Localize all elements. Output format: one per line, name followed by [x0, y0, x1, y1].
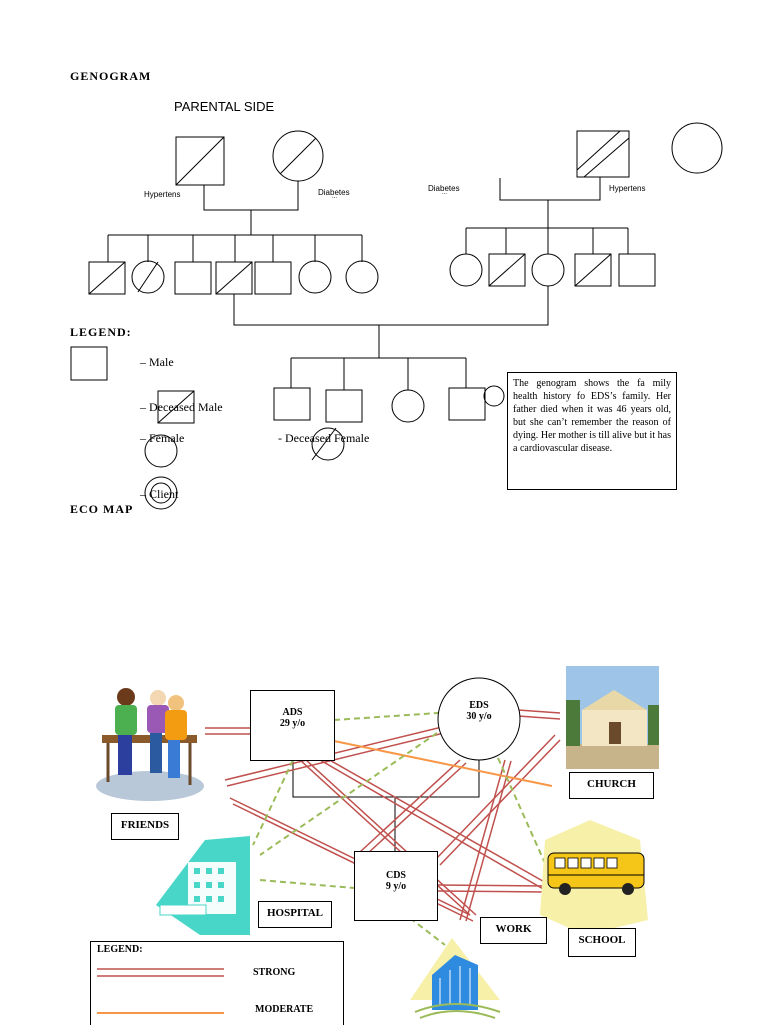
legend-deceased-male-symbol	[157, 390, 195, 424]
uncle-3-male	[254, 261, 292, 295]
maternal-aunt-1-female	[449, 253, 483, 287]
ads-age: 29 y/o	[279, 718, 306, 729]
genogram-title: GENOGRAM	[70, 69, 152, 83]
legend-deceased-female-label: - Deceased Female	[278, 431, 370, 445]
family-connector-line	[292, 760, 480, 798]
eds-node: EDS 30 y/o	[438, 700, 520, 722]
right-grandmother-female	[671, 122, 723, 174]
eds-age: 30 y/o	[466, 711, 492, 722]
right-grandparents-marriage-line	[499, 177, 601, 201]
legend-deceased-female-symbol	[311, 427, 345, 461]
uncle-1-deceased-male	[88, 261, 126, 295]
ecomap-legend-box: LEGEND: STRONG MODERATE	[90, 941, 344, 1025]
left-father-annotation: Hypertens	[144, 190, 181, 199]
mother-female	[531, 253, 565, 287]
church-label: CHURCH	[569, 772, 654, 799]
ads-node: ADS 29 y/o	[250, 690, 335, 761]
aunt-1-deceased-female	[131, 260, 165, 294]
school-label: SCHOOL	[568, 928, 636, 957]
aunt-2-female	[298, 260, 332, 294]
friends-label: FRIENDS	[111, 813, 179, 840]
left-grandfather-deceased-slash	[175, 136, 225, 186]
sibling-4-male	[448, 387, 486, 421]
hospital-label: HOSPITAL	[258, 901, 332, 928]
friends-illustration	[96, 688, 204, 801]
sibling-1-male	[273, 387, 311, 421]
maternal-uncle-3-male	[618, 253, 656, 287]
left-grandmother-deceased-slash	[279, 137, 317, 175]
work-label: WORK	[480, 917, 547, 944]
left-mother-annotation: Diabetes	[318, 188, 350, 197]
genogram-legend-title: LEGEND:	[70, 325, 132, 339]
ecomap-connections	[97, 709, 561, 1014]
legend-strong-label: STRONG	[253, 967, 296, 978]
parental-side-label: PARENTAL SIDE	[174, 99, 275, 114]
legend-client-label: – Client	[140, 487, 179, 501]
sibling-5-female	[483, 385, 505, 407]
church-illustration	[566, 666, 659, 769]
hospital-illustration	[156, 836, 250, 935]
legend-client-inner-circle	[150, 482, 172, 504]
legend-client-outer-circle	[144, 476, 178, 510]
school-illustration	[540, 820, 648, 935]
sibling-3-female	[391, 389, 425, 423]
legend-deceased-male-label: – Deceased Male	[140, 400, 223, 414]
ecomap-title: ECO MAP	[70, 502, 134, 516]
genogram-note-box: The genogram shows the fa mily health hi…	[507, 372, 677, 490]
legend-male-symbol	[70, 346, 108, 381]
cds-name: CDS	[385, 870, 406, 881]
cds-node: CDS 9 y/o	[354, 851, 438, 921]
right-mother-ellipsis: ...	[442, 190, 448, 196]
legend-male-label: – Male	[140, 355, 174, 369]
work-illustration	[410, 938, 501, 1019]
aunt-3-female	[345, 260, 379, 294]
ads-name: ADS	[282, 707, 303, 718]
legend-female-label: – Female	[140, 431, 185, 445]
uncle-2-male	[174, 261, 212, 295]
maternal-uncle-2-deceased-male	[574, 253, 612, 287]
sibling-2-male	[325, 389, 363, 423]
legend-female-symbol	[144, 434, 178, 468]
right-father-annotation: Hypertens	[609, 184, 646, 193]
maternal-uncle-1-deceased-male	[488, 253, 526, 287]
right-mother-annotation: Diabetes	[428, 184, 460, 193]
legend-moderate-label: MODERATE	[255, 1004, 314, 1015]
ecomap-legend-title: LEGEND:	[97, 944, 143, 955]
right-grandfather-deceased-male	[576, 130, 630, 178]
cds-age: 9 y/o	[385, 881, 407, 892]
left-grandfather-deceased-male	[175, 136, 225, 186]
eds-client-circle	[437, 677, 521, 761]
left-mother-ellipsis: ...	[332, 194, 338, 200]
parents-marriage-line	[233, 286, 549, 326]
eds-name: EDS	[469, 700, 489, 711]
